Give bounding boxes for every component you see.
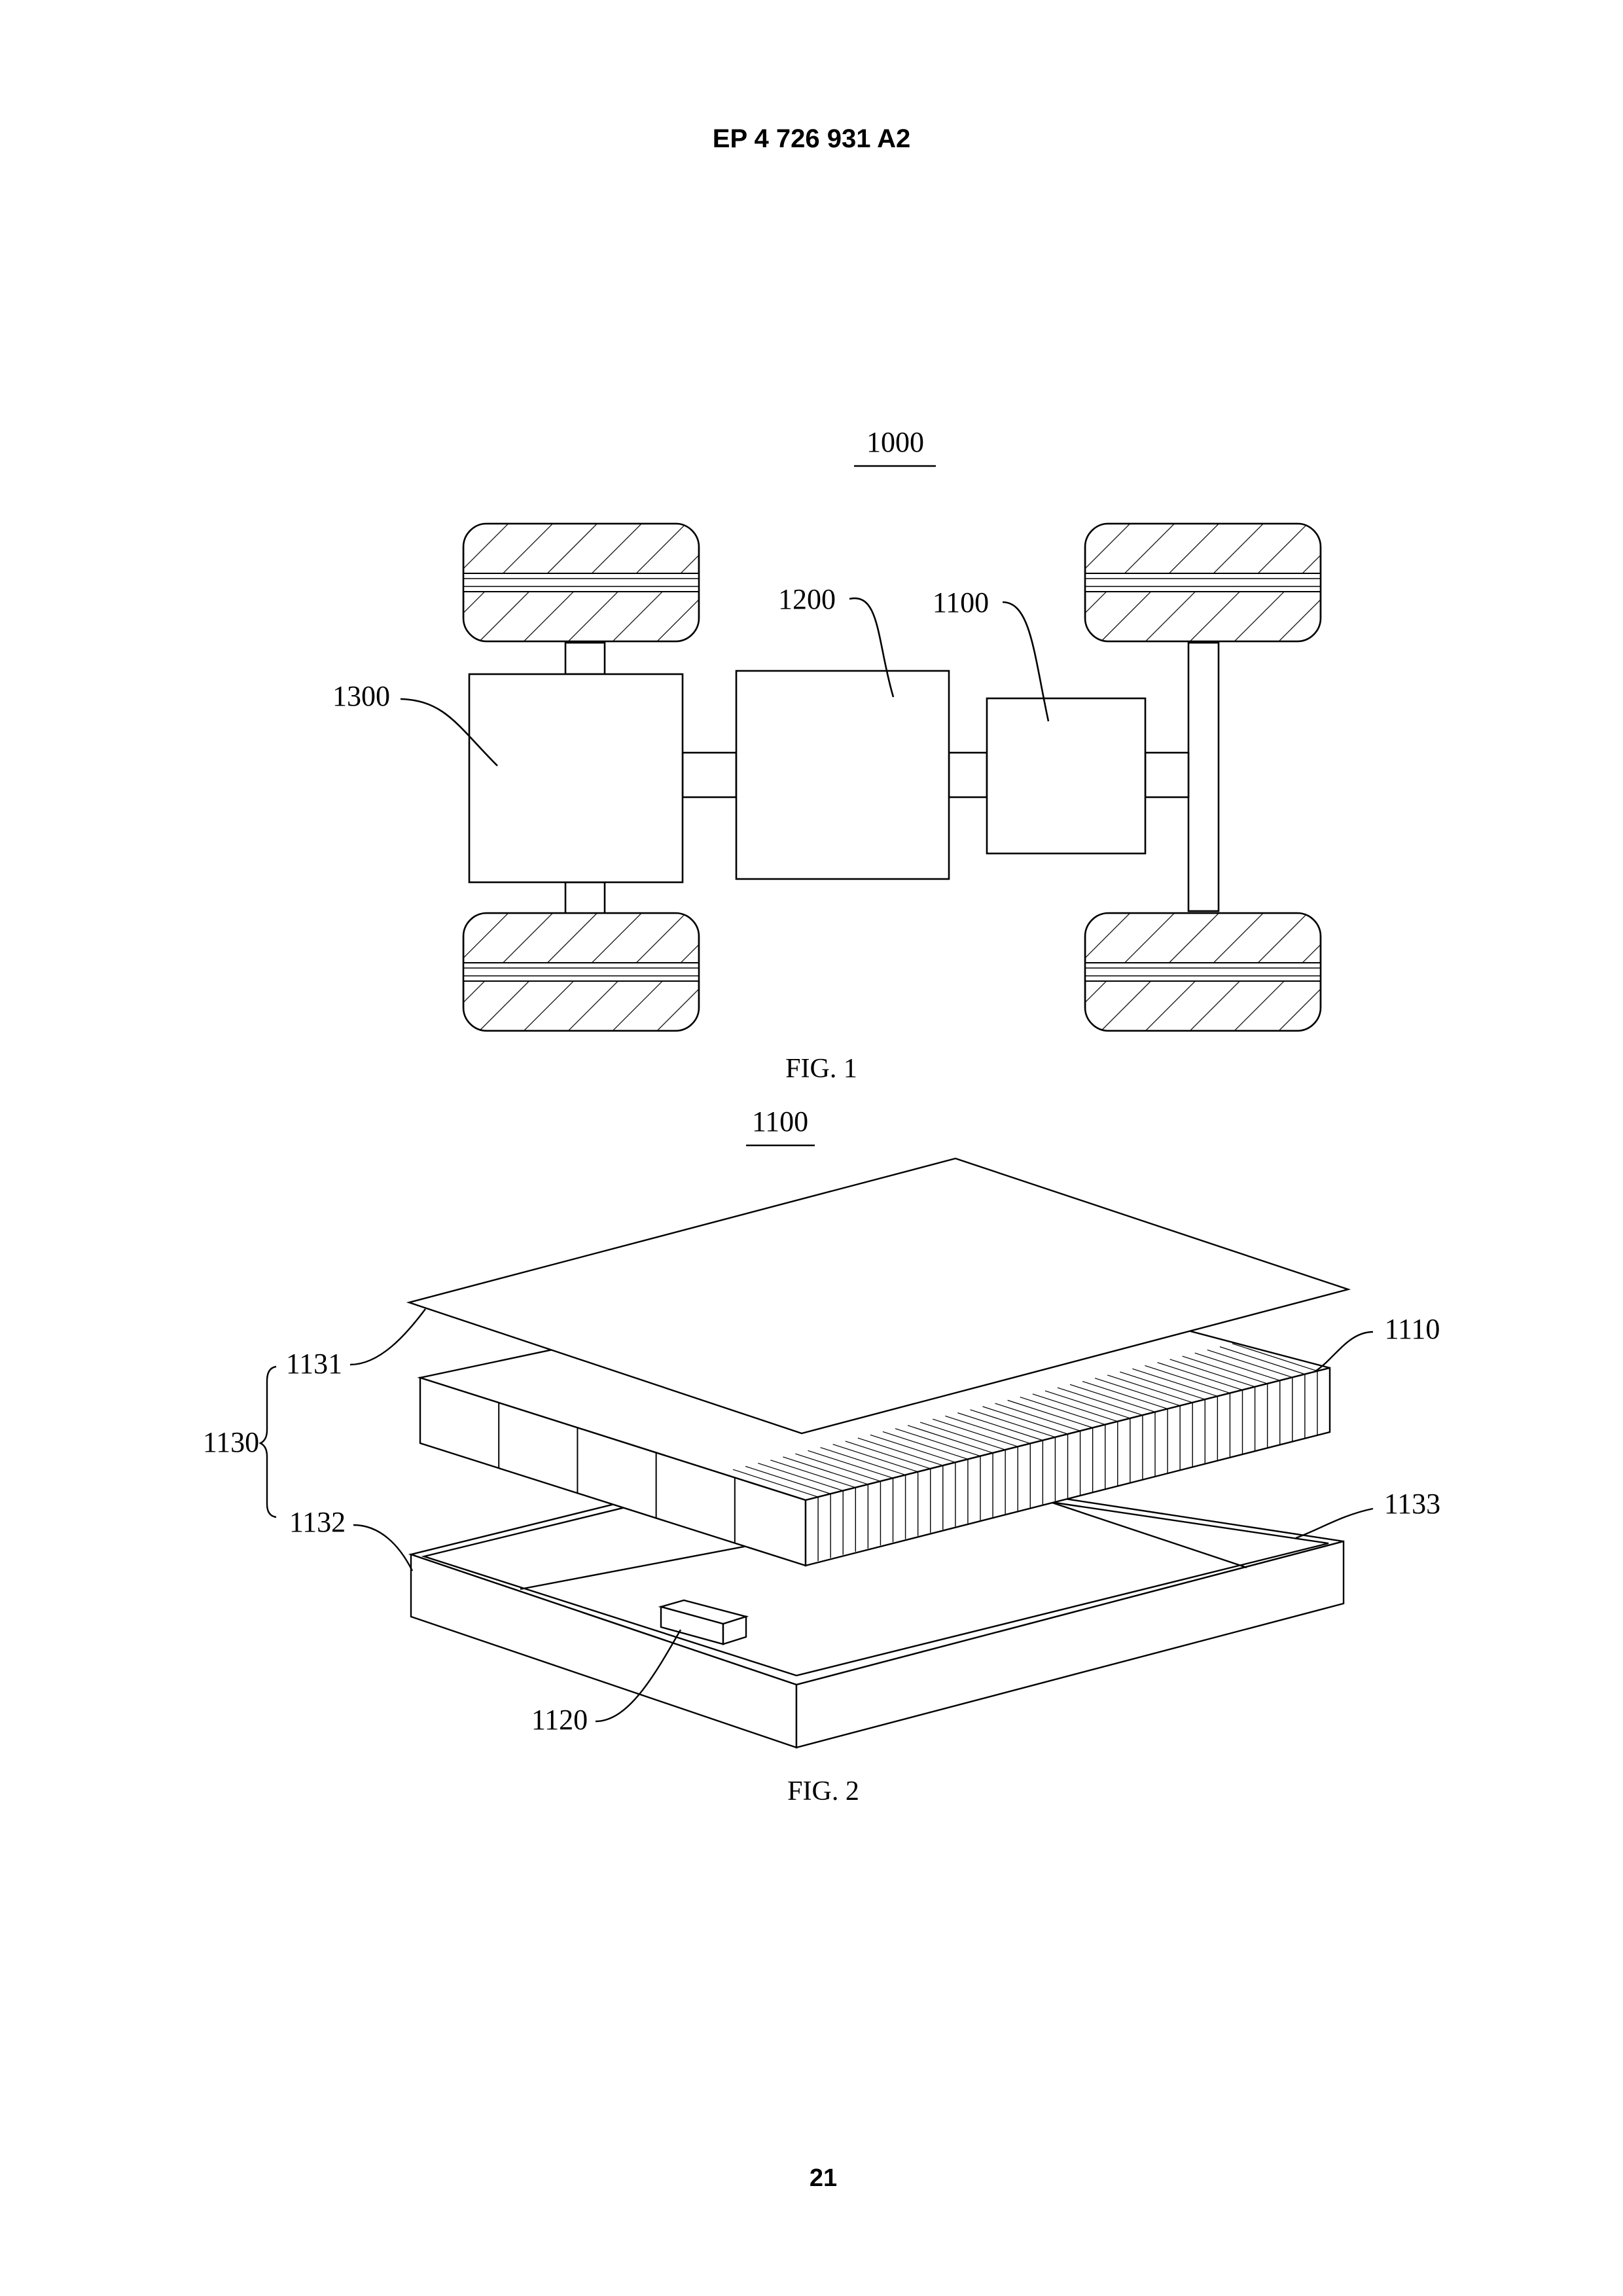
ref-inner-space-1133: 1133 <box>1384 1488 1440 1520</box>
ref-motor-1300: 1300 <box>332 680 390 712</box>
motor-block <box>469 674 683 882</box>
front-axle <box>1188 643 1219 911</box>
ref-battery-pack-1100: 1100 <box>752 1105 808 1138</box>
ref-lower-box-1132: 1132 <box>289 1506 346 1538</box>
ref-battery-cells-1110: 1110 <box>1385 1313 1440 1345</box>
figure-2: 1100 <box>203 1105 1440 1806</box>
page-number: 21 <box>810 2164 837 2192</box>
ref-controller-1200: 1200 <box>778 583 836 615</box>
leader-1132 <box>353 1525 412 1571</box>
tire-front-left <box>1084 524 1322 641</box>
controller-block <box>736 671 949 879</box>
leader-1133 <box>1296 1509 1373 1538</box>
tire-rear-right <box>462 913 700 1031</box>
ref-vehicle-1000: 1000 <box>866 426 924 458</box>
ref-box-1130: 1130 <box>203 1426 259 1458</box>
figure-1: 1000 <box>332 426 1322 1084</box>
ref-top-cover-1131: 1131 <box>286 1348 342 1380</box>
fig2-caption: FIG. 2 <box>787 1776 859 1806</box>
leader-1110 <box>1315 1332 1373 1371</box>
tire-rear-left <box>462 524 700 641</box>
leader-1131 <box>350 1309 425 1365</box>
tire-front-right <box>1084 913 1322 1031</box>
battery-block <box>987 698 1145 853</box>
ref-battery-1100: 1100 <box>933 586 989 619</box>
publication-number: EP 4 726 931 A2 <box>713 124 910 153</box>
ref-component-1120: 1120 <box>531 1704 588 1736</box>
fig1-caption: FIG. 1 <box>785 1054 857 1084</box>
box-bracket <box>260 1367 276 1517</box>
